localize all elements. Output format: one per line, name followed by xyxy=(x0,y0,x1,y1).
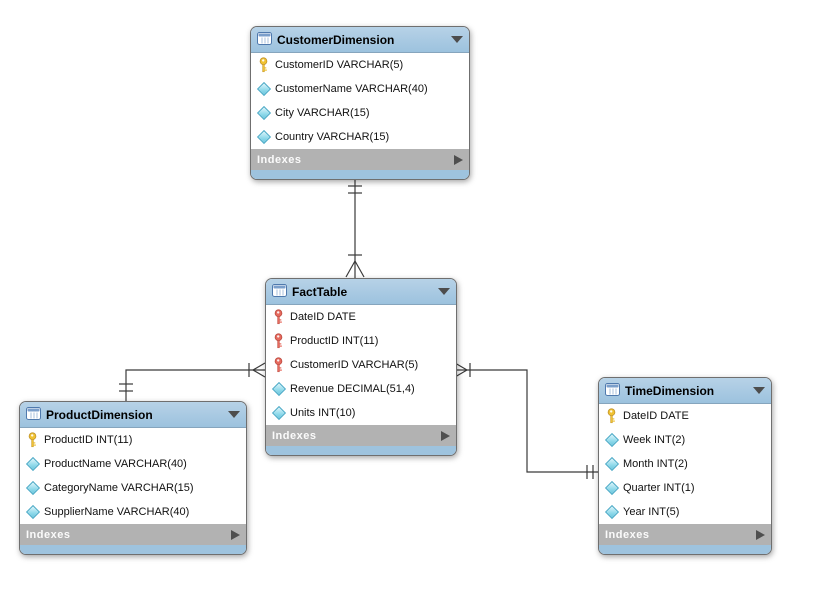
column-diamond-icon xyxy=(256,81,271,97)
table-columns: CustomerID VARCHAR(5) CustomerName VARCHA… xyxy=(251,53,469,149)
indexes-bar[interactable]: Indexes xyxy=(20,524,246,545)
column-label: ProductID INT(11) xyxy=(44,434,133,446)
collapse-arrow-icon[interactable] xyxy=(228,411,240,418)
expand-arrow-icon[interactable] xyxy=(441,430,450,441)
indexes-bar[interactable]: Indexes xyxy=(251,149,469,170)
table-title: TimeDimension xyxy=(625,383,715,398)
column-diamond-icon xyxy=(604,456,619,472)
column-row[interactable]: Country VARCHAR(15) xyxy=(251,125,469,149)
expand-arrow-icon[interactable] xyxy=(756,529,765,540)
column-diamond-icon xyxy=(271,381,286,397)
column-label: DateID DATE xyxy=(290,311,356,323)
table-title: CustomerDimension xyxy=(277,32,395,47)
column-row[interactable]: Year INT(5) xyxy=(599,500,771,524)
relationship-TimeDimension-FactTable[interactable] xyxy=(454,362,598,479)
column-diamond-icon xyxy=(256,129,271,145)
table-bottom-bar xyxy=(266,446,456,455)
column-row[interactable]: SupplierName VARCHAR(40) xyxy=(20,500,246,524)
expand-arrow-icon[interactable] xyxy=(231,529,240,540)
column-label: Quarter INT(1) xyxy=(623,482,695,494)
column-label: Month INT(2) xyxy=(623,458,688,470)
column-row[interactable]: ProductID INT(11) xyxy=(20,428,246,452)
collapse-arrow-icon[interactable] xyxy=(451,36,463,43)
column-row[interactable]: Month INT(2) xyxy=(599,452,771,476)
column-label: CategoryName VARCHAR(15) xyxy=(44,482,194,494)
collapse-arrow-icon[interactable] xyxy=(438,288,450,295)
column-label: CustomerID VARCHAR(5) xyxy=(275,59,404,71)
column-label: City VARCHAR(15) xyxy=(275,107,370,119)
indexes-label: Indexes xyxy=(272,429,317,442)
column-row[interactable]: CategoryName VARCHAR(15) xyxy=(20,476,246,500)
table-columns: DateID DATE Week INT(2) Month INT(2) Quarte… xyxy=(599,404,771,524)
column-label: CustomerName VARCHAR(40) xyxy=(275,83,428,95)
column-row[interactable]: DateID DATE xyxy=(266,305,456,329)
column-row[interactable]: CustomerID VARCHAR(5) xyxy=(251,53,469,77)
indexes-label: Indexes xyxy=(26,528,71,541)
table-columns: ProductID INT(11) ProductName VARCHAR(40)… xyxy=(20,428,246,524)
column-row[interactable]: DateID DATE xyxy=(599,404,771,428)
foreign-key-icon xyxy=(272,309,285,325)
column-row[interactable]: Quarter INT(1) xyxy=(599,476,771,500)
column-label: Week INT(2) xyxy=(623,434,686,446)
table-icon xyxy=(26,406,41,423)
table-bottom-bar xyxy=(599,545,771,554)
indexes-label: Indexes xyxy=(257,153,302,166)
column-diamond-icon xyxy=(25,480,40,496)
table-title: ProductDimension xyxy=(46,407,153,422)
column-row[interactable]: ProductID INT(11) xyxy=(266,329,456,353)
column-diamond-icon xyxy=(256,105,271,121)
column-row[interactable]: Week INT(2) xyxy=(599,428,771,452)
table-header[interactable]: CustomerDimension xyxy=(251,27,469,53)
column-label: Year INT(5) xyxy=(623,506,680,518)
primary-key-icon xyxy=(26,432,39,448)
expand-arrow-icon[interactable] xyxy=(454,154,463,165)
table-bottom-bar xyxy=(251,170,469,179)
column-label: ProductName VARCHAR(40) xyxy=(44,458,187,470)
column-label: DateID DATE xyxy=(623,410,689,422)
primary-key-icon xyxy=(605,408,618,424)
column-row[interactable]: Units INT(10) xyxy=(266,401,456,425)
column-label: Units INT(10) xyxy=(290,407,356,419)
foreign-key-icon xyxy=(272,357,285,373)
table-icon xyxy=(605,382,620,399)
column-row[interactable]: ProductName VARCHAR(40) xyxy=(20,452,246,476)
table-title: FactTable xyxy=(292,284,348,299)
column-diamond-icon xyxy=(604,480,619,496)
relationship-CustomerDimension-FactTable[interactable] xyxy=(345,178,365,278)
column-diamond-icon xyxy=(604,432,619,448)
column-label: Revenue DECIMAL(51,4) xyxy=(290,383,415,395)
table-icon xyxy=(272,283,287,300)
column-diamond-icon xyxy=(25,504,40,520)
table-header[interactable]: ProductDimension xyxy=(20,402,246,428)
table-icon xyxy=(257,31,272,48)
column-label: CustomerID VARCHAR(5) xyxy=(290,359,419,371)
column-row[interactable]: City VARCHAR(15) xyxy=(251,101,469,125)
table-bottom-bar xyxy=(20,545,246,554)
foreign-key-icon xyxy=(272,333,285,349)
indexes-bar[interactable]: Indexes xyxy=(599,524,771,545)
column-diamond-icon xyxy=(25,456,40,472)
table-header[interactable]: FactTable xyxy=(266,279,456,305)
relationship-ProductDimension-FactTable[interactable] xyxy=(119,362,266,401)
column-diamond-icon xyxy=(604,504,619,520)
column-row[interactable]: CustomerName VARCHAR(40) xyxy=(251,77,469,101)
column-label: Country VARCHAR(15) xyxy=(275,131,390,143)
indexes-bar[interactable]: Indexes xyxy=(266,425,456,446)
column-row[interactable]: CustomerID VARCHAR(5) xyxy=(266,353,456,377)
primary-key-icon xyxy=(257,57,270,73)
column-label: ProductID INT(11) xyxy=(290,335,379,347)
table-header[interactable]: TimeDimension xyxy=(599,378,771,404)
table-columns: DateID DATE ProductID INT(11) CustomerID V… xyxy=(266,305,456,425)
column-label: SupplierName VARCHAR(40) xyxy=(44,506,190,518)
collapse-arrow-icon[interactable] xyxy=(753,387,765,394)
indexes-label: Indexes xyxy=(605,528,650,541)
column-diamond-icon xyxy=(271,405,286,421)
column-row[interactable]: Revenue DECIMAL(51,4) xyxy=(266,377,456,401)
